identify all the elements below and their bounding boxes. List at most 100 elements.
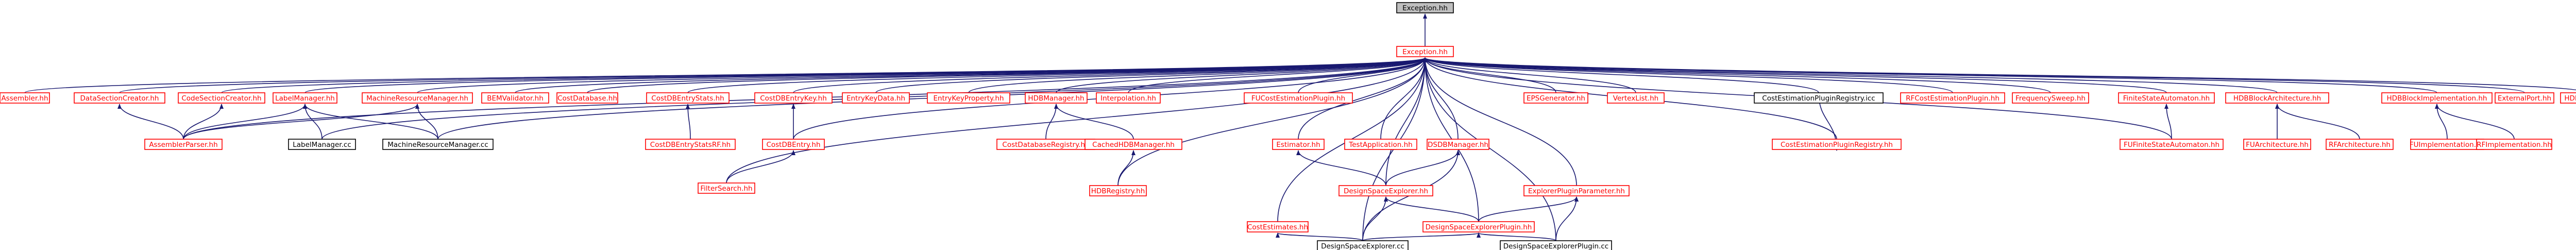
node-label: VertexList.hh bbox=[1613, 94, 1658, 103]
node-filtersearch-hh[interactable]: FilterSearch.hh bbox=[698, 182, 755, 194]
include-edge-fsa-hh-to-exception-h bbox=[1423, 57, 2167, 93]
node-box bbox=[1500, 240, 1612, 250]
include-edge-dseplugin-cc-to-explorerpluginparam-hh bbox=[1555, 196, 1579, 241]
include-edge-hdbentry-hh-to-exception-h bbox=[1423, 57, 2576, 91]
include-edge-fufsa-hh-to-fsa-hh bbox=[2164, 104, 2172, 140]
include-edge-dse-hh-to-dsdbmanager-hh bbox=[1385, 150, 1460, 186]
node-hdbentry-hh[interactable]: HDBEntry.hh bbox=[2560, 92, 2576, 104]
node-frequencysweep-hh[interactable]: FrequencySweep.hh bbox=[2012, 92, 2089, 104]
node-costestimationpluginregistry-hh[interactable]: CostEstimationPluginRegistry.hh bbox=[1772, 139, 1902, 150]
node-designspaceexplorer-hh[interactable]: DesignSpaceExplorer.hh bbox=[1338, 185, 1433, 196]
node-box bbox=[2560, 92, 2576, 104]
include-edge-costdbentrystatsrf-hh-to-costdbentrystats-hh bbox=[686, 104, 691, 140]
node-box bbox=[2381, 92, 2493, 104]
node-rfimplementation-hh[interactable]: RFImplementation.hh bbox=[2476, 139, 2552, 150]
node-hdbmanager-hh[interactable]: HDBManager.hh bbox=[1025, 92, 1088, 104]
node-estimator-hh[interactable]: Estimator.hh bbox=[1272, 139, 1325, 150]
node-exception-hh[interactable]: Exception.hh bbox=[1396, 46, 1454, 57]
node-box bbox=[645, 139, 736, 150]
node-fuarchitecture-hh[interactable]: FUArchitecture.hh bbox=[2243, 139, 2311, 150]
node-box bbox=[1396, 46, 1454, 57]
node-costestimationpluginregistry-icc[interactable]: CostEstimationPluginRegistry.icc bbox=[1754, 92, 1884, 104]
node-explorerpluginparameter-hh[interactable]: ExplorerPluginParameter.hh bbox=[1523, 185, 1630, 196]
node-fucostestimationplugin-hh[interactable]: FUCostEstimationPlugin.hh bbox=[1244, 92, 1353, 104]
node-label: ExternalPort.hh bbox=[2498, 94, 2551, 103]
node-hdbblockimplementation-hh[interactable]: HDBBlockImplementation.hh bbox=[2381, 92, 2493, 104]
node-finitestateautomaton-hh[interactable]: FiniteStateAutomaton.hh bbox=[2118, 92, 2215, 104]
node-entrykeyproperty-hh[interactable]: EntryKeyProperty.hh bbox=[927, 92, 1010, 104]
include-edge-vertexlist-hh-to-exception-h bbox=[1423, 57, 1636, 93]
include-edge-mrm-cc-to-mrm-hh bbox=[415, 104, 438, 140]
include-edge-costpluginregistry-icc-to-exception-h bbox=[1423, 57, 1819, 93]
node-epsgenerator-hh[interactable]: EPSGenerator.hh bbox=[1523, 92, 1588, 104]
node-box bbox=[273, 92, 337, 104]
node-label: HDBRegistry.hh bbox=[1091, 187, 1145, 195]
node-designspaceexplorerplugin-cc[interactable]: DesignSpaceExplorerPlugin.cc bbox=[1500, 240, 1612, 250]
node-label: FrequencySweep.hh bbox=[2015, 94, 2086, 103]
node-rfarchitecture-hh[interactable]: RFArchitecture.hh bbox=[2326, 139, 2394, 150]
include-edge-assemblerparser-hh-to-mrm-hh bbox=[183, 104, 419, 140]
include-edge-dse-cc-to-costestimates-hh bbox=[1276, 232, 1363, 241]
node-costestimates-hh[interactable]: CostEstimates.hh bbox=[1247, 221, 1309, 232]
node-externalport-hh[interactable]: ExternalPort.hh bbox=[2495, 92, 2554, 104]
include-edge-dseplugin-hh-to-explorerpluginparam-hh bbox=[1478, 196, 1579, 222]
node-costdatabaseregistry-hh[interactable]: CostDatabaseRegistry.hh bbox=[996, 139, 1095, 150]
include-edge-hdbregistry-hh-to-exception-h bbox=[1117, 57, 1427, 186]
node-costdbentry-hh[interactable]: CostDBEntry.hh bbox=[762, 139, 825, 150]
node-box bbox=[1900, 92, 2005, 104]
include-edge-testapplication-hh-to-exception-h bbox=[1380, 57, 1427, 140]
node-hdbblockarchitecture-hh[interactable]: HDBBlockArchitecture.hh bbox=[2225, 92, 2329, 104]
node-interpolation-hh[interactable]: Interpolation.hh bbox=[1096, 92, 1161, 104]
node-label: FUArchitecture.hh bbox=[2246, 141, 2309, 149]
include-edge-entrykeydata-hh-to-exception-h bbox=[875, 57, 1427, 93]
include-edge-mrm-cc-to-labelmanager-hh bbox=[303, 104, 438, 140]
node-designspaceexplorer-cc[interactable]: DesignSpaceExplorer.cc bbox=[1317, 240, 1409, 250]
include-edge-freqsweep-hh-to-exception-h bbox=[1423, 57, 2051, 93]
node-vertexlist-hh[interactable]: VertexList.hh bbox=[1607, 92, 1665, 104]
node-label: DataSectionCreator.hh bbox=[80, 94, 159, 103]
include-edge-costdbentrystats-hh-to-exception-h bbox=[687, 57, 1427, 93]
node-designspaceexplorerplugin-hh[interactable]: DesignSpaceExplorerPlugin.hh bbox=[1422, 221, 1535, 232]
node-bemvalidator-hh[interactable]: BEMValidator.hh bbox=[481, 92, 549, 104]
node-entrykeydata-hh[interactable]: EntryKeyData.hh bbox=[842, 92, 910, 104]
include-edge-hdbregistry-hh-to-cachedhdbmanager-hh bbox=[1117, 150, 1136, 186]
node-fuimplementation-hh[interactable]: FUImplementation.hh bbox=[2410, 139, 2485, 150]
node-label: ExplorerPluginParameter.hh bbox=[1528, 187, 1625, 195]
node-labelmanager-cc[interactable]: LabelManager.cc bbox=[288, 139, 356, 150]
node-machineresourcemanager-hh[interactable]: MachineResourceManager.hh bbox=[362, 92, 473, 104]
node-fufinitestateautomaton-hh[interactable]: FUFiniteStateAutomaton.hh bbox=[2120, 139, 2224, 150]
node-label: LabelManager.cc bbox=[293, 141, 351, 149]
node-label: CostDBEntryStatsRF.hh bbox=[650, 141, 731, 149]
node-label: BEMValidator.hh bbox=[487, 94, 544, 103]
node-rfcostestimationplugin-hh[interactable]: RFCostEstimationPlugin.hh bbox=[1900, 92, 2005, 104]
node-box bbox=[1244, 92, 1353, 104]
node-hdbregistry-hh[interactable]: HDBRegistry.hh bbox=[1089, 185, 1147, 196]
node-label: DesignSpaceExplorer.cc bbox=[1321, 242, 1404, 250]
node-labelmanager-hh[interactable]: LabelManager.hh bbox=[273, 92, 337, 104]
node-box bbox=[2476, 139, 2552, 150]
include-edge-dseplugin-cc-to-dseplugin-hh bbox=[1477, 232, 1556, 241]
node-codesectioncreator-hh[interactable]: CodeSectionCreator.hh bbox=[178, 92, 265, 104]
node-costdbentrystatsrf-hh[interactable]: CostDBEntryStatsRF.hh bbox=[645, 139, 736, 150]
node-box bbox=[1523, 185, 1630, 196]
node-box bbox=[556, 92, 618, 104]
node-box bbox=[1396, 2, 1454, 13]
node-costdbentrykey-hh[interactable]: CostDBEntryKey.hh bbox=[754, 92, 833, 104]
node-costdbentrystats-hh[interactable]: CostDBEntryStats.hh bbox=[646, 92, 730, 104]
node-dsdbmanager-hh[interactable]: DSDBManager.hh bbox=[1427, 139, 1489, 150]
node-box bbox=[1607, 92, 1665, 104]
node-box bbox=[382, 139, 494, 150]
node-cachedhdbmanager-hh[interactable]: CachedHDBManager.hh bbox=[1084, 139, 1182, 150]
node-costdatabase-hh[interactable]: CostDatabase.hh bbox=[556, 92, 618, 104]
node-assemblerparser-hh[interactable]: AssemblerParser.hh bbox=[144, 139, 223, 150]
node-assembler-hh[interactable]: Assembler.hh bbox=[0, 92, 50, 104]
node-label: CostDBEntry.hh bbox=[766, 141, 820, 149]
node-label: EntryKeyData.hh bbox=[846, 94, 905, 103]
include-edge-dseplugin-hh-to-dse-hh bbox=[1384, 196, 1479, 222]
node-datasectioncreator-hh[interactable]: DataSectionCreator.hh bbox=[74, 92, 165, 104]
node-testapplication-hh[interactable]: TestApplication.hh bbox=[1344, 139, 1417, 150]
node-machineresourcemanager-cc[interactable]: MachineResourceManager.cc bbox=[382, 139, 494, 150]
node-box bbox=[1317, 240, 1409, 250]
